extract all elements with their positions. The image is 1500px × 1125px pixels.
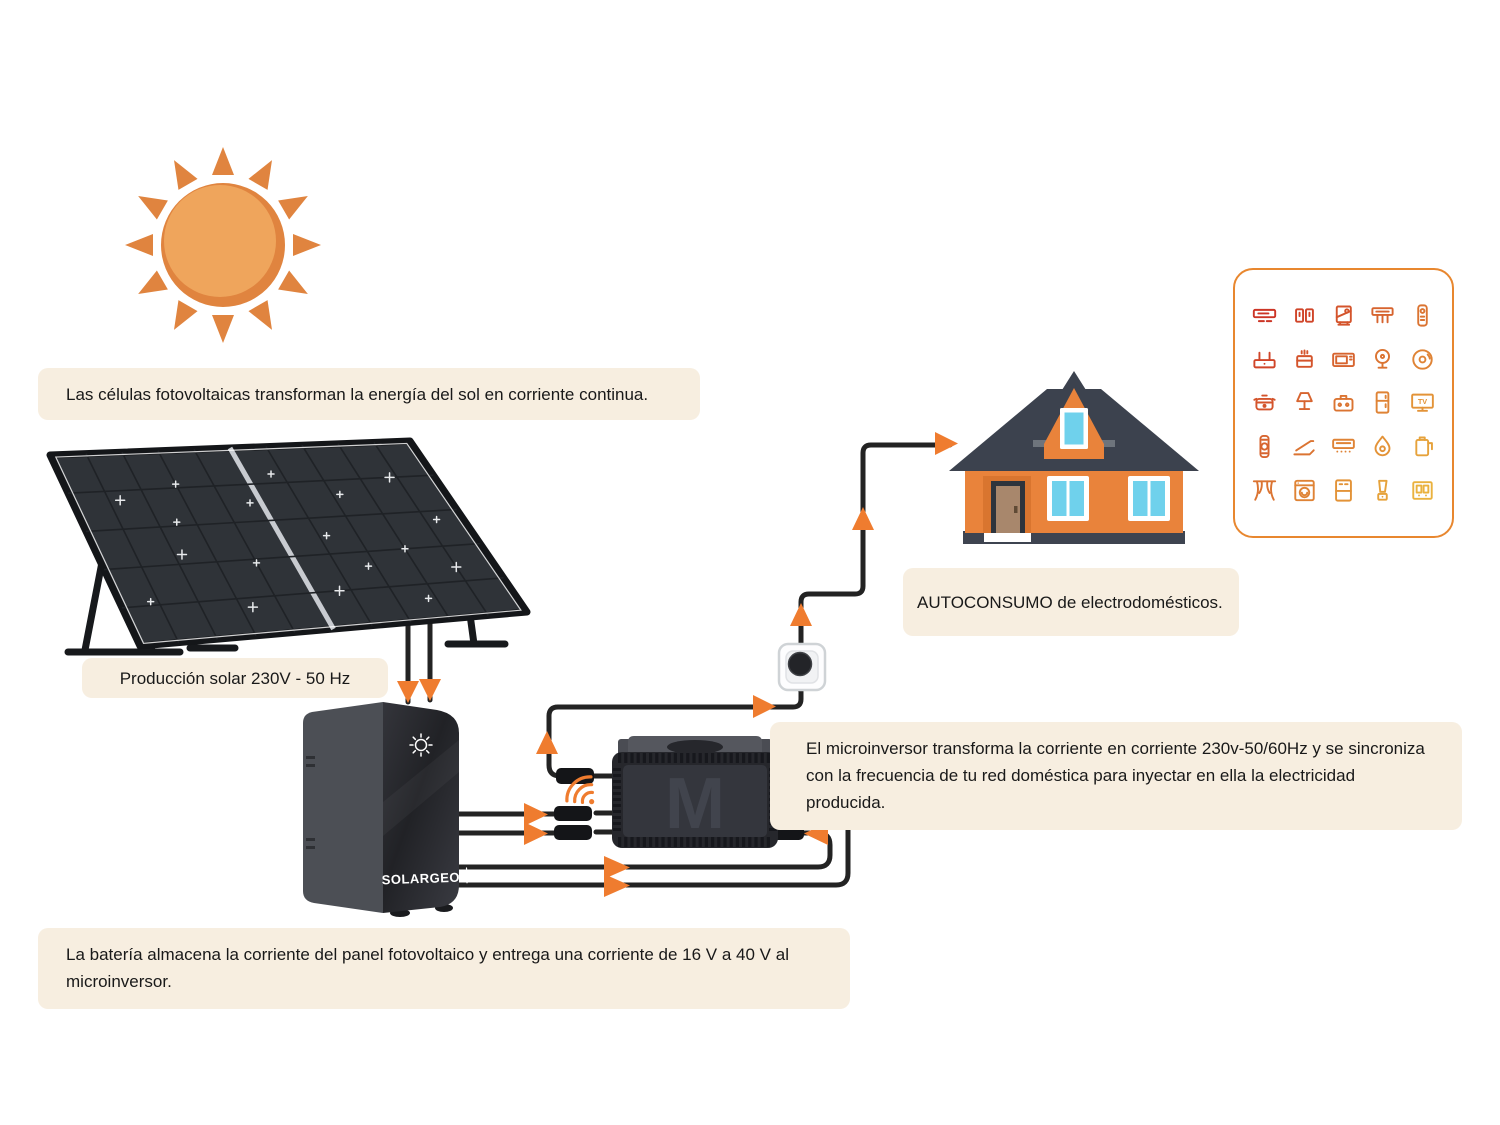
washing-machine-icon <box>1289 475 1319 505</box>
battery-front <box>383 702 459 913</box>
battery-brand-text: SOLARGEO <box>381 870 460 888</box>
cd-player-icon <box>1407 344 1437 374</box>
water-purifier-icon <box>1328 301 1358 331</box>
battery: SOLARGEO <box>303 702 475 917</box>
refrigerator-icon <box>1328 475 1358 505</box>
door-step <box>984 533 1031 542</box>
wifi-icon <box>565 775 595 805</box>
air-conditioner-icon <box>1250 301 1280 331</box>
flow-arrow-right <box>753 695 776 718</box>
desk-lamp-icon <box>1289 388 1319 418</box>
mini-fridge-icon <box>1368 388 1398 418</box>
mc4-connector <box>554 825 592 840</box>
humidifier-icon <box>1368 432 1398 462</box>
bread-maker-icon <box>1289 344 1319 374</box>
flow-arrow-right <box>935 432 958 455</box>
flow-arrow-right <box>524 822 548 845</box>
electric-kettle-icon <box>1407 432 1437 462</box>
microinverter: M <box>612 736 778 848</box>
panel-grid <box>54 441 522 644</box>
rice-cooker-icon <box>1250 388 1280 418</box>
note-autoconsumo: AUTOCONSUMO de electrodomésticos. <box>903 568 1239 636</box>
microwave-oven-icon <box>1328 344 1358 374</box>
sun-inner-circle <box>164 185 276 297</box>
sun-icon <box>125 147 321 343</box>
treadmill-icon <box>1289 432 1319 462</box>
mc4-connector <box>556 768 594 784</box>
solar-panel <box>46 437 531 656</box>
flow-arrow-down <box>397 681 419 703</box>
breaker-panel-icon <box>1407 475 1437 505</box>
flow-arrow-right <box>604 874 630 897</box>
appliance-icons-panel: TV <box>1233 268 1454 538</box>
flow-arrow-right <box>604 856 630 879</box>
table-fan-icon <box>1368 344 1398 374</box>
note-pv-cells: Las células fotovoltaicas transforman la… <box>38 368 700 420</box>
wire-outlet-house <box>798 442 953 648</box>
wifi-router-icon <box>1250 344 1280 374</box>
portable-radio-icon <box>1328 388 1358 418</box>
flow-arrow-up <box>536 731 558 754</box>
battery-side <box>303 702 383 913</box>
wall-speakers-icon <box>1289 301 1319 331</box>
battery-brand: SOLARGEO <box>381 867 475 888</box>
battery-sun-logo <box>409 733 433 757</box>
wall-outlet <box>777 642 827 692</box>
flow-arrow-up <box>852 507 874 530</box>
panel-face <box>46 437 531 650</box>
flow-arrow-right <box>524 803 548 826</box>
blender-icon <box>1368 475 1398 505</box>
wire-inverter-outlet <box>546 687 804 779</box>
flow-arrow-down <box>419 679 441 701</box>
flow-arrow-up <box>790 603 812 626</box>
plug-icon <box>788 652 812 676</box>
note-microinverter: El microinversor transforma la corriente… <box>770 722 1462 830</box>
svg-text:TV: TV <box>1418 397 1427 406</box>
split-air-conditioner-icon <box>1328 432 1358 462</box>
television-icon: TV <box>1407 388 1437 418</box>
curtains-icon <box>1250 475 1280 505</box>
mc4-connector <box>554 806 592 821</box>
label-solar-production: Producción solar 230V - 50 Hz <box>82 658 388 698</box>
inverter-logo: M <box>665 764 725 844</box>
air-purifier-icon <box>1368 301 1398 331</box>
house <box>949 371 1199 544</box>
smartwatch-icon <box>1250 432 1280 462</box>
note-battery: La batería almacena la corriente del pan… <box>38 928 850 1009</box>
remote-control-icon <box>1407 301 1437 331</box>
